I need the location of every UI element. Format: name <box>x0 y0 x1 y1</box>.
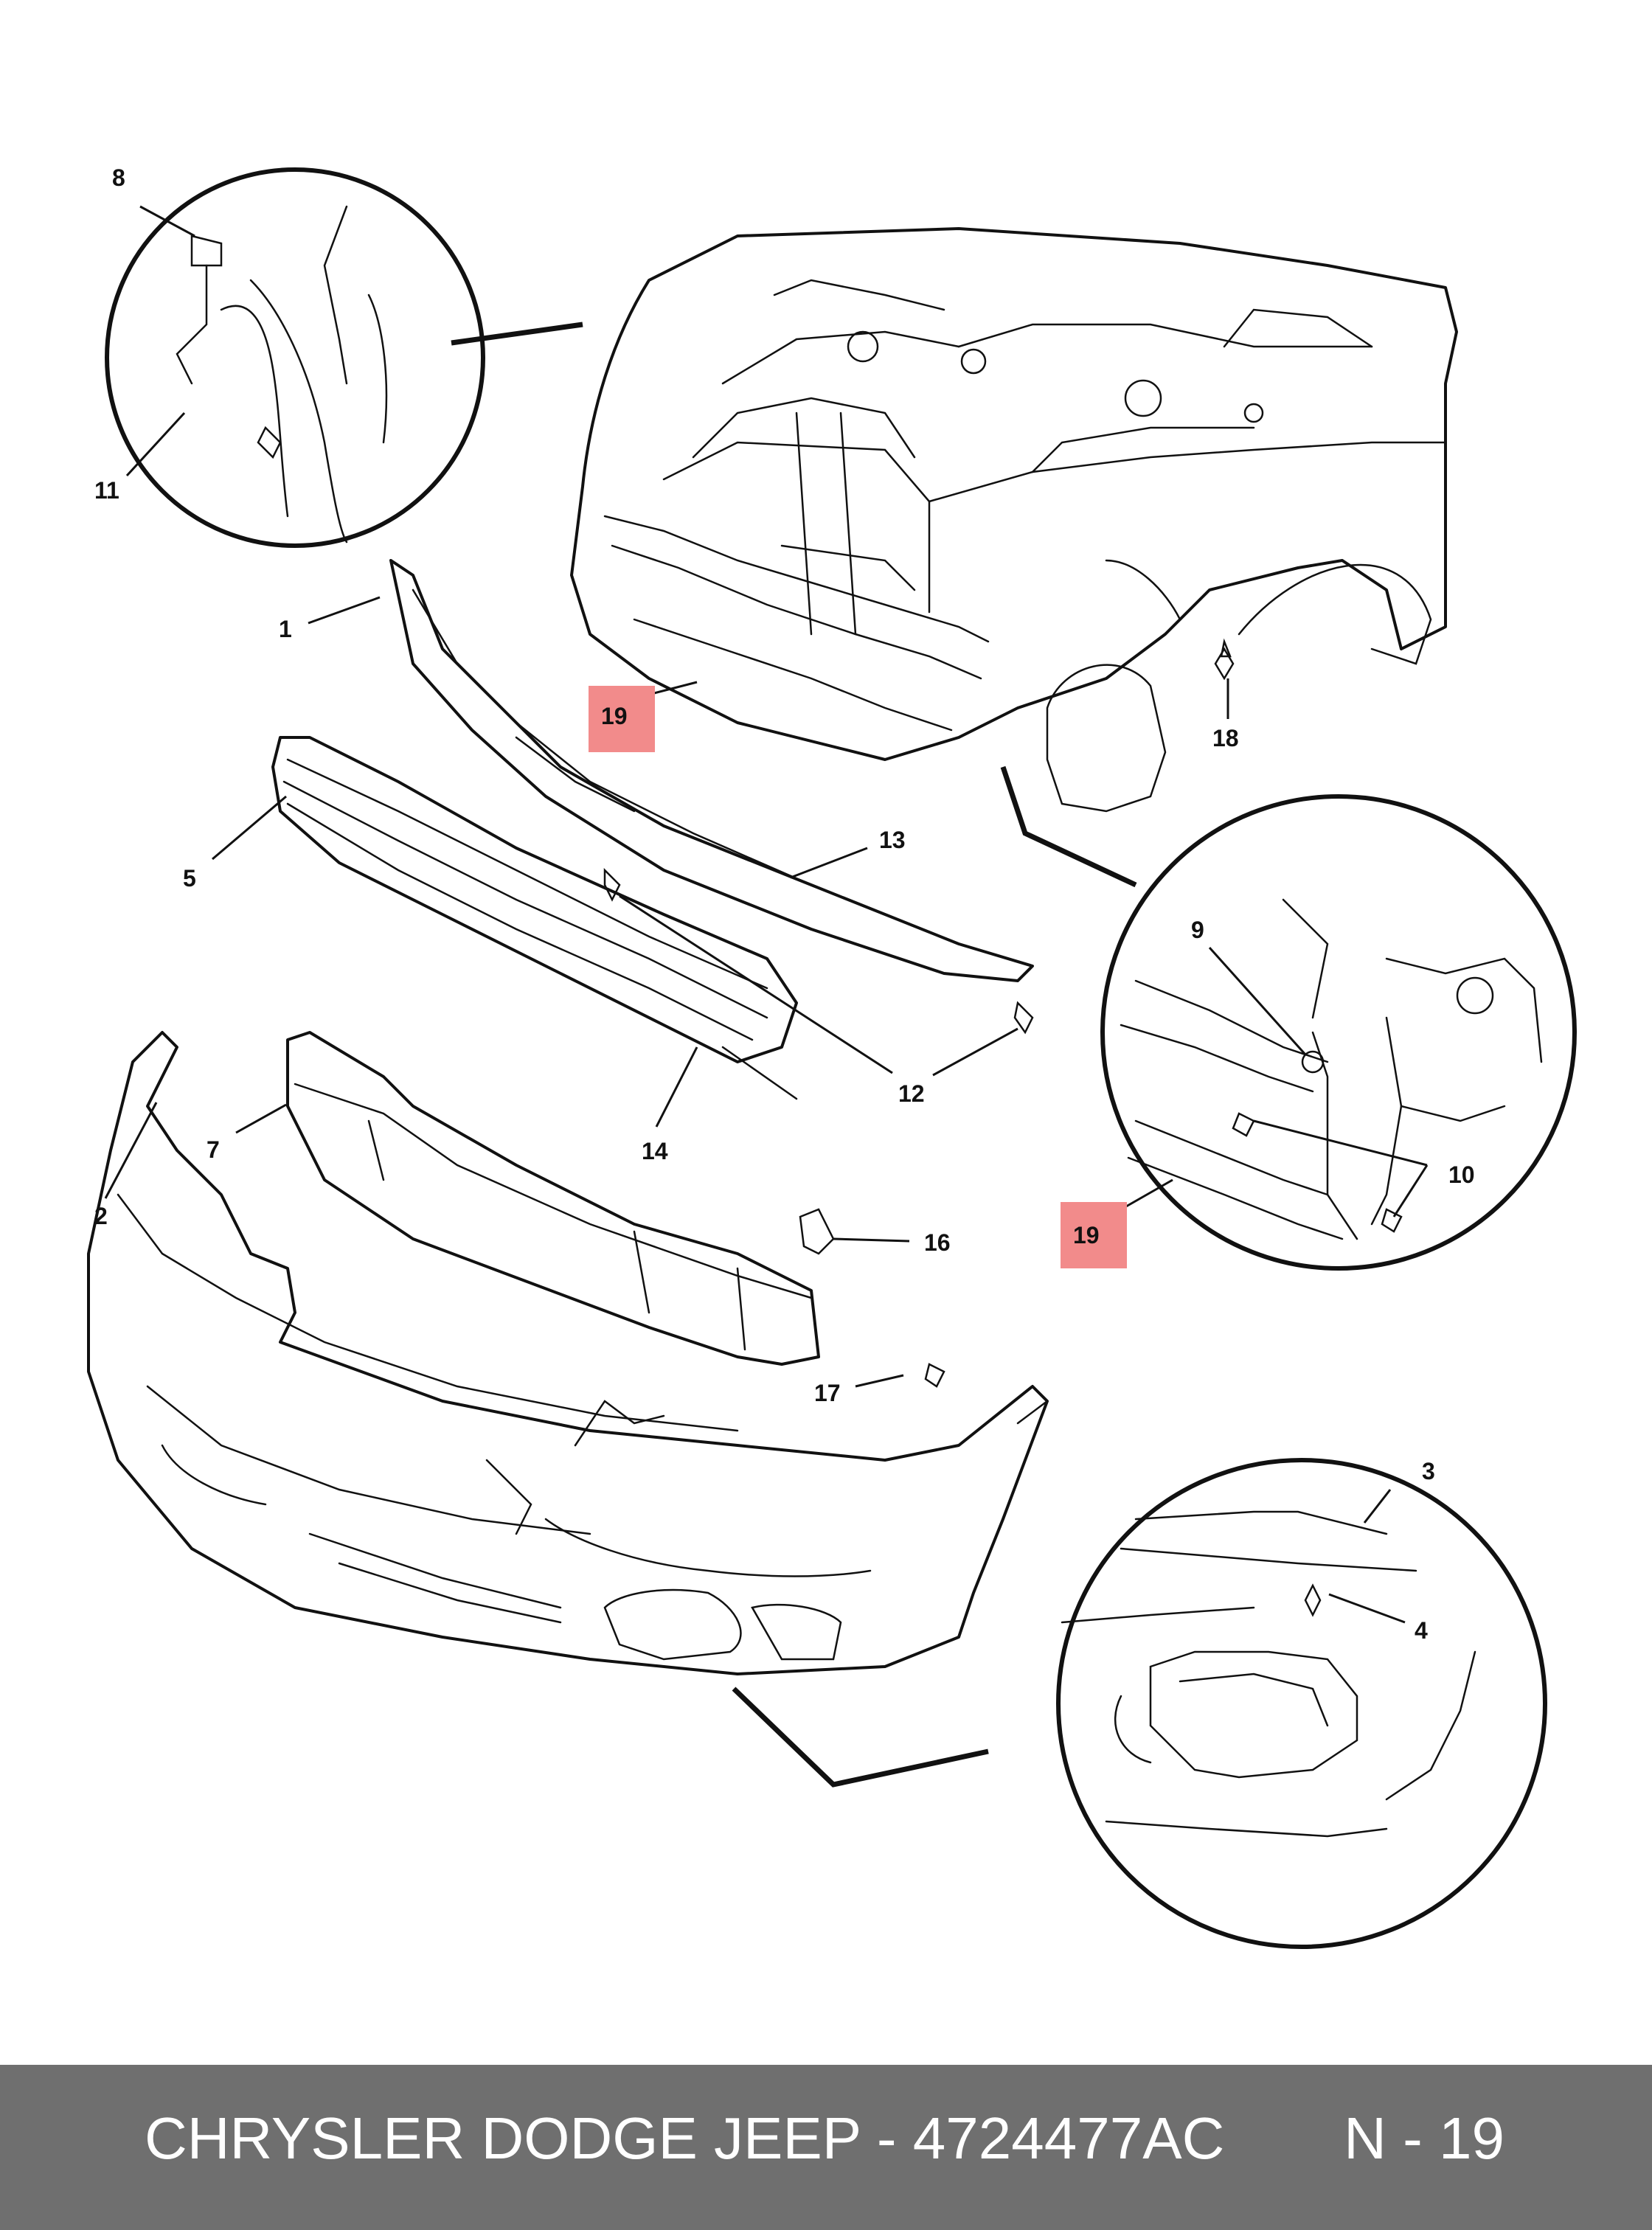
highlight-box-main <box>589 686 655 752</box>
callout-5: 5 <box>183 865 196 892</box>
callout-2: 2 <box>94 1203 108 1229</box>
callout-9: 9 <box>1191 917 1204 943</box>
bracket-16 <box>799 1208 835 1255</box>
highlighted-part-19: 19 19 <box>589 686 1127 1268</box>
detail-circle-right <box>1100 794 1577 1271</box>
part-upper-support-1 <box>389 559 1034 982</box>
callout-13: 13 <box>879 827 906 853</box>
clip-12b <box>1013 1001 1034 1035</box>
footer-part-number: CHRYSLER DODGE JEEP - 4724477AC <box>145 2105 1225 2171</box>
callout-12: 12 <box>898 1080 925 1107</box>
callout-14: 14 <box>642 1138 668 1164</box>
callout-labels: 1 2 3 4 5 7 8 9 10 11 12 13 14 16 17 18 <box>94 164 1475 1644</box>
leader-lines <box>104 205 1429 1624</box>
hardware-parts <box>603 647 1235 1425</box>
callout-10: 10 <box>1448 1161 1475 1188</box>
callout-4: 4 <box>1415 1617 1428 1644</box>
callout-1: 1 <box>279 616 292 642</box>
part-grille-bar-5 <box>271 736 798 1100</box>
parts-diagram: 1 2 3 4 5 7 8 9 10 11 12 13 14 16 17 18 … <box>87 164 1577 1949</box>
connector-lower-right <box>732 1687 989 1788</box>
callout-3: 3 <box>1422 1458 1435 1484</box>
connector-upper-left <box>451 322 583 346</box>
callout-17: 17 <box>814 1380 841 1406</box>
highlight-label-detail: 19 <box>1073 1222 1100 1248</box>
callout-18: 18 <box>1212 725 1239 751</box>
clip-12a <box>603 867 621 902</box>
highlight-label-main: 19 <box>601 703 628 729</box>
footer-page-ref: N - 19 <box>1344 2105 1504 2171</box>
highlight-box-detail <box>1061 1202 1127 1268</box>
vehicle-front-structure <box>570 227 1458 813</box>
nut-17 <box>924 1363 945 1388</box>
detail-circle-upper-left <box>105 167 485 548</box>
bolt-18 <box>1214 647 1235 681</box>
callout-7: 7 <box>206 1136 220 1163</box>
connector-right <box>1000 765 1137 888</box>
part-energy-absorber-7 <box>286 1031 820 1366</box>
callout-8: 8 <box>112 164 125 191</box>
callout-11: 11 <box>94 477 119 504</box>
part-bumper-fascia-2 <box>87 1031 1049 1675</box>
footer-bar: CHRYSLER DODGE JEEP - 4724477AC N - 19 <box>0 2065 1652 2230</box>
detail-circle-lower-right <box>1056 1458 1547 1949</box>
callout-16: 16 <box>924 1229 951 1256</box>
